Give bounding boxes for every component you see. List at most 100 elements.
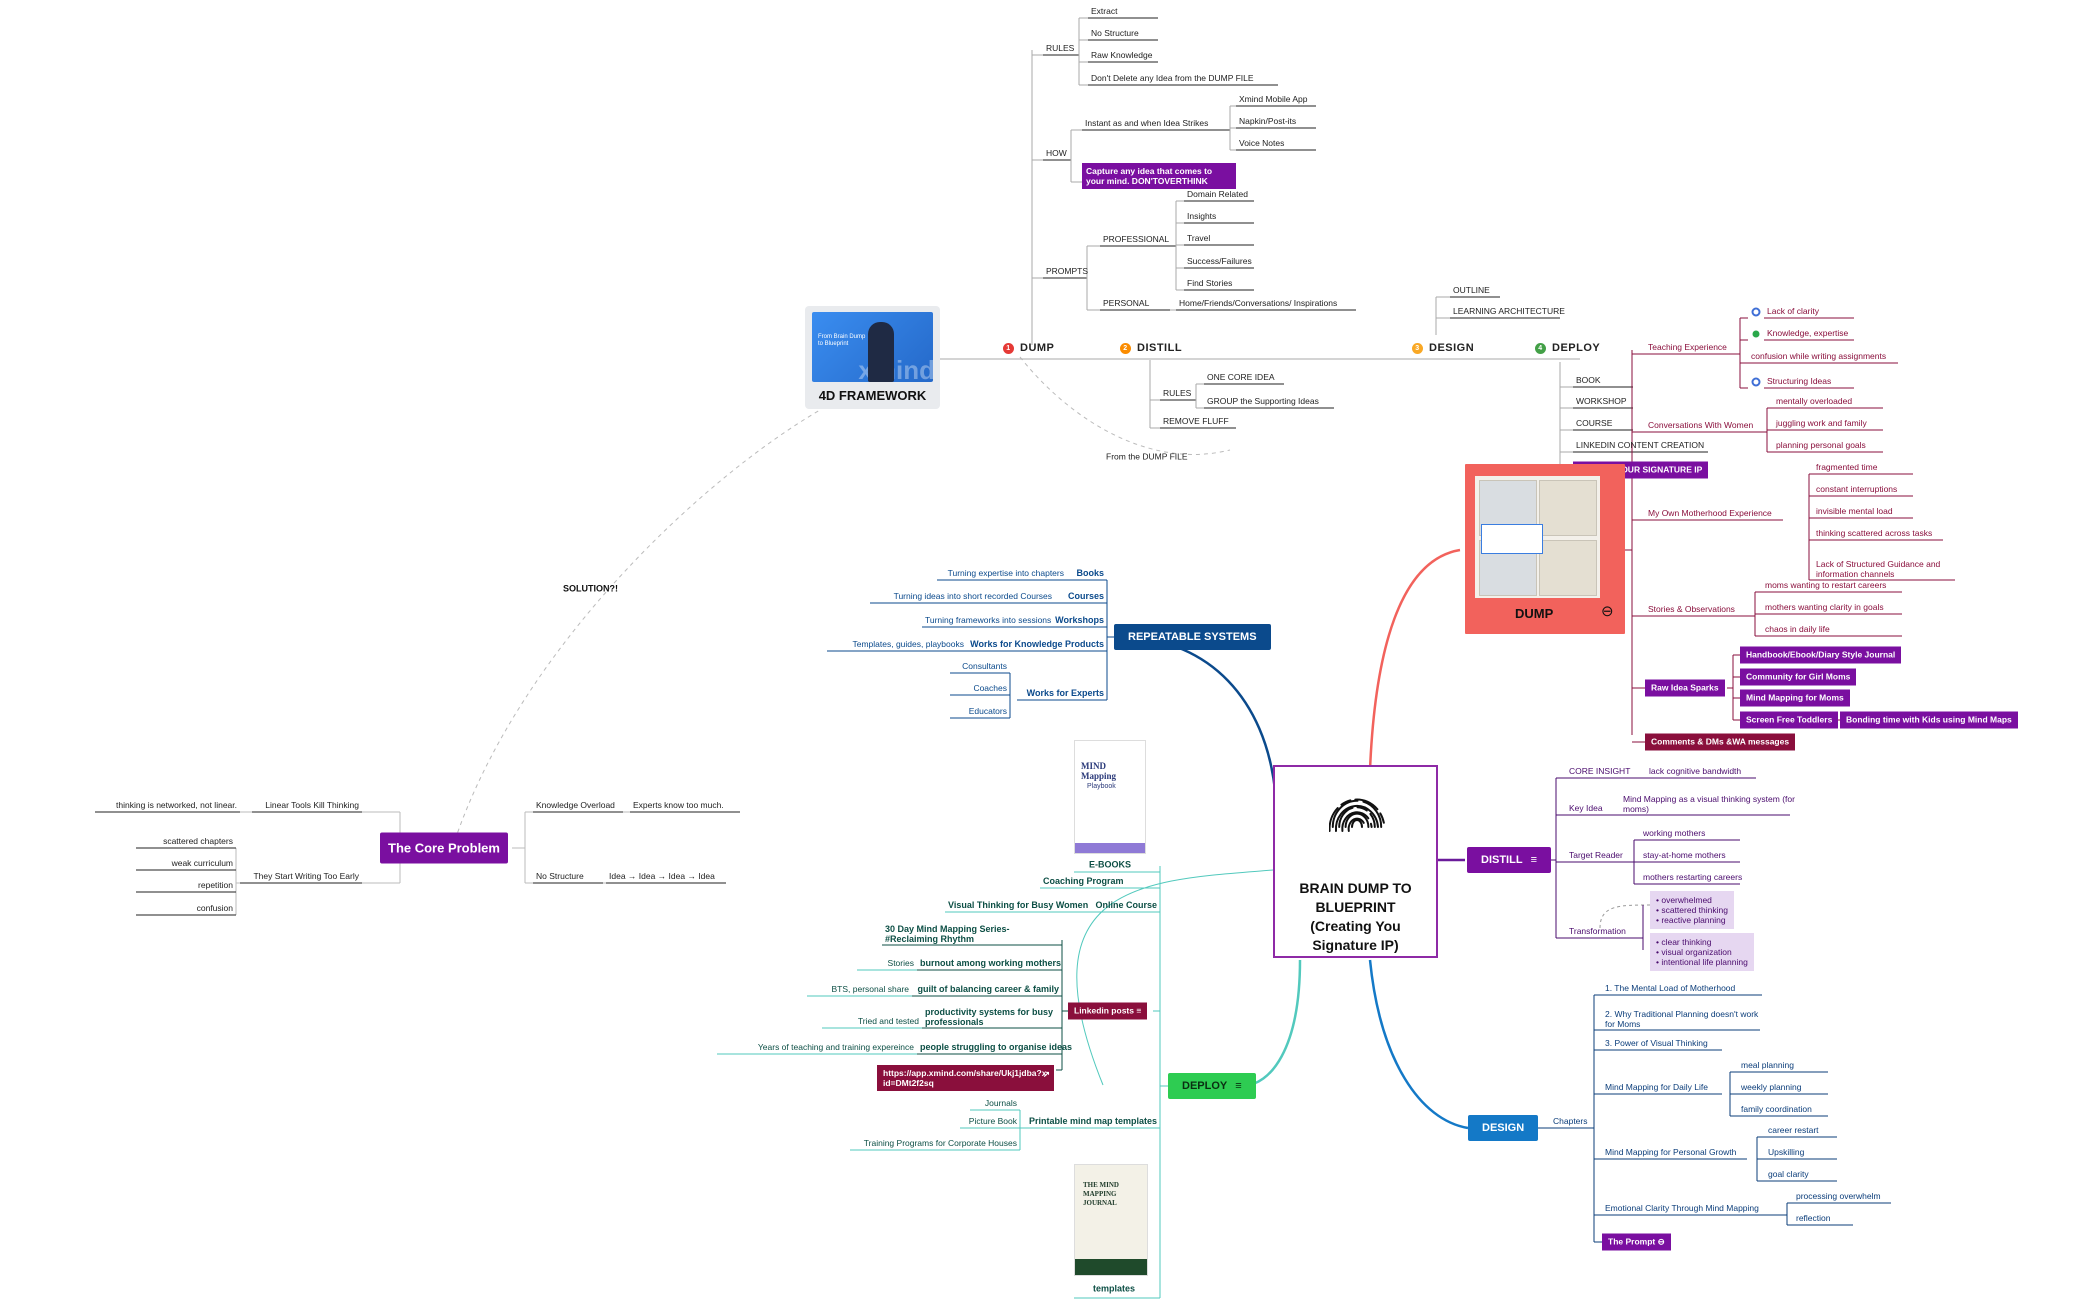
dump-rule-1[interactable]: No Structure xyxy=(1091,28,1139,38)
stories-observations[interactable]: Stories & Observations xyxy=(1648,604,1735,614)
distill-rule-1[interactable]: GROUP the Supporting Ideas xyxy=(1207,396,1319,406)
linkedin-post-2[interactable]: guilt of balancing career & family xyxy=(917,984,1059,994)
chapter-1[interactable]: 1. The Mental Load of Motherhood xyxy=(1605,983,1736,993)
remove-fluff[interactable]: REMOVE FLUFF xyxy=(1163,416,1229,426)
motherhood-item-3[interactable]: thinking scattered across tasks xyxy=(1816,528,1933,538)
expert-0[interactable]: Consultants xyxy=(962,661,1007,671)
growth-item-1[interactable]: Upskilling xyxy=(1768,1147,1805,1157)
networked-note[interactable]: thinking is networked, not linear. xyxy=(116,800,237,810)
dump-how-label[interactable]: HOW xyxy=(1046,148,1067,158)
journal-cover[interactable]: THE MIND MAPPING JOURNAL xyxy=(1074,1164,1148,1276)
knowledge-overload[interactable]: Knowledge Overload xyxy=(536,800,615,810)
dump-rule-3[interactable]: Don't Delete any Idea from the DUMP FILE xyxy=(1091,73,1254,83)
motherhood-item-4[interactable]: Lack of Structured Guidance and informat… xyxy=(1816,559,1941,579)
solution-label[interactable]: SOLUTION?! xyxy=(563,583,618,594)
expert-2[interactable]: Educators xyxy=(968,706,1007,716)
motherhood-item-1[interactable]: constant interruptions xyxy=(1816,484,1898,494)
printable-item-1[interactable]: Picture Book xyxy=(968,1116,1017,1126)
transformation-label[interactable]: Transformation xyxy=(1569,926,1626,936)
personal-growth-label[interactable]: Mind Mapping for Personal Growth xyxy=(1605,1147,1737,1157)
linkedin-post-desc-3[interactable]: Tried and tested xyxy=(857,1016,919,1026)
teaching-item-2[interactable]: confusion while writing assignments xyxy=(1751,351,1887,361)
coaching-program[interactable]: Coaching Program xyxy=(1043,876,1124,886)
capture-note[interactable]: Capture any idea that comes to your mind… xyxy=(1082,163,1236,189)
start-early[interactable]: They Start Writing Too Early xyxy=(253,871,359,881)
raw-idea-sparks[interactable]: Raw Idea Sparks xyxy=(1645,679,1725,697)
root-topic[interactable]: BRAIN DUMP TO BLUEPRINT (Creating You Si… xyxy=(1273,765,1438,958)
start-early-item-2[interactable]: repetition xyxy=(198,880,233,890)
experts-know[interactable]: Experts know too much. xyxy=(633,800,724,810)
motherhood-item-2[interactable]: invisible mental load xyxy=(1816,506,1893,516)
distill-rule-0[interactable]: ONE CORE IDEA xyxy=(1207,372,1275,382)
key-idea-label[interactable]: Key Idea xyxy=(1569,803,1603,813)
transformation-to[interactable]: clear thinkingvisual organizationintenti… xyxy=(1650,933,1754,971)
motherhood-item-0[interactable]: fragmented time xyxy=(1816,462,1878,472)
motherhood-experience[interactable]: My Own Motherhood Experience xyxy=(1648,508,1772,518)
emotional-item-0[interactable]: processing overwhelm xyxy=(1796,1191,1881,1201)
printable-templates[interactable]: Printable mind map templates xyxy=(1028,1116,1157,1126)
linkedin-post-desc-1[interactable]: Stories xyxy=(887,958,914,968)
start-early-item-1[interactable]: weak curriculum xyxy=(171,858,233,868)
spark-item-1[interactable]: Community for Girl Moms xyxy=(1740,668,1857,686)
growth-item-0[interactable]: career restart xyxy=(1768,1125,1819,1135)
no-structure[interactable]: No Structure xyxy=(536,871,584,881)
chapters-label[interactable]: Chapters xyxy=(1553,1116,1588,1126)
daily-item-0[interactable]: meal planning xyxy=(1741,1060,1794,1070)
ebooks-label[interactable]: E-BOOKS xyxy=(1089,859,1132,870)
deploy-topic[interactable]: DEPLOY≡ xyxy=(1168,1073,1256,1099)
teaching-item-0[interactable]: Lack of clarity xyxy=(1767,306,1819,316)
repeatable-row-3[interactable]: Works for Knowledge Products xyxy=(970,639,1104,649)
dump-rule-2[interactable]: Raw Knowledge xyxy=(1091,50,1153,60)
design-learning-architecture[interactable]: LEARNING ARCHITECTURE xyxy=(1453,306,1565,316)
printable-item-0[interactable]: Journals xyxy=(984,1098,1017,1108)
dump-topic[interactable]: DUMP⊖ xyxy=(1465,464,1625,634)
repeatable-desc-2[interactable]: Turning frameworks into sessions xyxy=(925,615,1052,625)
linear-tools[interactable]: Linear Tools Kill Thinking xyxy=(265,800,359,810)
instant-item-0[interactable]: Xmind Mobile App xyxy=(1239,94,1308,104)
emotional-clarity-label[interactable]: Emotional Clarity Through Mind Mapping xyxy=(1605,1203,1759,1213)
target-item-0[interactable]: working mothers xyxy=(1643,828,1706,838)
transformation-from[interactable]: overwhelmedscattered thinkingreactive pl… xyxy=(1650,891,1734,929)
professional-label[interactable]: PROFESSIONAL xyxy=(1103,234,1170,244)
from-dump-label[interactable]: From the DUMP FILE xyxy=(1106,451,1188,462)
deploy-item-1[interactable]: WORKSHOP xyxy=(1576,396,1627,406)
conversation-item-2[interactable]: planning personal goals xyxy=(1776,440,1866,450)
professional-item-2[interactable]: Travel xyxy=(1187,233,1211,243)
bonding-time-chip[interactable]: Bonding time with Kids using Mind Maps xyxy=(1840,711,2018,729)
daily-life-label[interactable]: Mind Mapping for Daily Life xyxy=(1605,1082,1708,1092)
spark-item-3[interactable]: Screen Free Toddlers xyxy=(1740,711,1839,729)
instant-item-1[interactable]: Napkin/Post-its xyxy=(1239,116,1297,126)
professional-item-1[interactable]: Insights xyxy=(1187,211,1217,221)
deploy-item-0[interactable]: BOOK xyxy=(1576,375,1601,385)
the-prompt-chip[interactable]: The Prompt ⊖ xyxy=(1602,1233,1671,1251)
story-item-2[interactable]: chaos in daily life xyxy=(1765,624,1830,634)
notes-icon[interactable]: ≡ xyxy=(1235,1080,1242,1092)
linkedin-post-0[interactable]: 30 Day Mind Mapping Series- #Reclaiming … xyxy=(885,924,1010,944)
linkedin-posts-chip[interactable]: Linkedin posts ≡ xyxy=(1068,1002,1148,1020)
idea-chain[interactable]: Idea → Idea → Idea → Idea xyxy=(609,871,715,881)
core-problem-topic[interactable]: The Core Problem xyxy=(380,832,508,864)
works-for-experts[interactable]: Works for Experts xyxy=(1026,688,1104,698)
repeatable-desc-3[interactable]: Templates, guides, playbooks xyxy=(852,639,964,649)
printable-item-2[interactable]: Training Programs for Corporate Houses xyxy=(863,1138,1017,1148)
chapter-3[interactable]: 3. Power of Visual Thinking xyxy=(1605,1038,1708,1048)
design-topic[interactable]: DESIGN xyxy=(1468,1115,1539,1141)
instant-item-2[interactable]: Voice Notes xyxy=(1239,138,1285,148)
repeatable-row-1[interactable]: Courses xyxy=(1067,591,1104,601)
teaching-item-1[interactable]: Knowledge, expertise xyxy=(1767,328,1849,338)
deploy-item-3[interactable]: LINKEDIN CONTENT CREATION xyxy=(1576,440,1705,450)
repeatable-row-0[interactable]: Books xyxy=(1076,568,1104,578)
minus-circle-icon[interactable]: ⊖ xyxy=(1601,603,1614,620)
spark-item-2[interactable]: Mind Mapping for Moms xyxy=(1740,689,1850,707)
daily-item-1[interactable]: weekly planning xyxy=(1741,1082,1802,1092)
linkedin-post-desc-4[interactable]: Years of teaching and training expereinc… xyxy=(757,1042,914,1052)
teaching-experience[interactable]: Teaching Experience xyxy=(1648,342,1727,352)
instant-label[interactable]: Instant as and when Idea Strikes xyxy=(1085,118,1209,128)
conversations-with-women[interactable]: Conversations With Women xyxy=(1648,420,1754,430)
online-course[interactable]: Online Course xyxy=(1095,900,1157,910)
